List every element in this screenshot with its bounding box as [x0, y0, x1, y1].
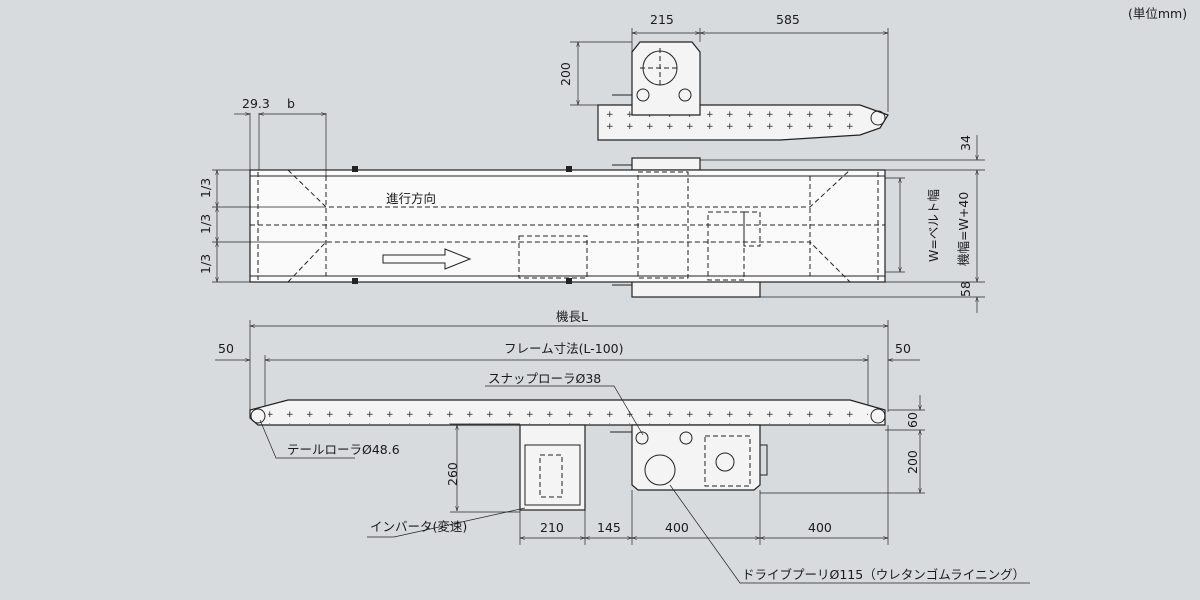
dim-200-side: 200 — [905, 450, 920, 474]
drive-pulley-label: ドライブプーリØ115（ウレタンゴムライニング） — [742, 567, 1025, 582]
dim-400-b: 400 — [808, 520, 832, 535]
third-label-3: 1/3 — [198, 254, 213, 274]
dim-29-3: 29.3 — [242, 96, 270, 111]
dim-34: 34 — [958, 135, 973, 151]
dim-b: b — [287, 96, 295, 111]
dim-60: 60 — [905, 412, 920, 428]
top-side-view: 215 585 200 — [558, 12, 889, 141]
tail-roller-icon — [250, 408, 266, 424]
dim-58: 58 — [958, 281, 973, 297]
dim-210: 210 — [540, 520, 564, 535]
inverter-label: インバータ(変速) — [370, 519, 467, 534]
machine-width-label: 機幅=W+40 — [956, 192, 971, 266]
machine-length-label: 機長L — [556, 309, 588, 324]
dim-50-right: 50 — [895, 341, 911, 356]
direction-arrow-icon — [382, 248, 472, 270]
plan-view: 進行方向 29.3 b 1/3 1/3 1/3 34 58 W=ベルト幅 機幅=… — [198, 96, 985, 313]
tail-roller-label: テールローラØ48.6 — [287, 442, 400, 457]
third-label-1: 1/3 — [198, 178, 213, 198]
dim-50-left: 50 — [218, 341, 234, 356]
unit-label: (単位mm) — [1128, 6, 1187, 21]
belt-width-label: W=ベルト幅 — [926, 189, 941, 262]
dim-260: 260 — [445, 462, 460, 486]
side-view: 機長L フレーム寸法(L-100) 50 50 スナップローラØ38 テールロー… — [215, 309, 1030, 584]
dim-400-a: 400 — [665, 520, 689, 535]
drive-pulley-icon — [644, 454, 676, 486]
dim-585: 585 — [776, 12, 800, 27]
dim-215: 215 — [650, 12, 674, 27]
dim-200-top: 200 — [558, 62, 573, 86]
frame-length-label: フレーム寸法(L-100) — [504, 341, 624, 356]
snap-roller-label: スナップローラØ38 — [488, 371, 601, 386]
dim-145: 145 — [597, 520, 621, 535]
third-label-2: 1/3 — [198, 214, 213, 234]
direction-label: 進行方向 — [386, 191, 436, 206]
